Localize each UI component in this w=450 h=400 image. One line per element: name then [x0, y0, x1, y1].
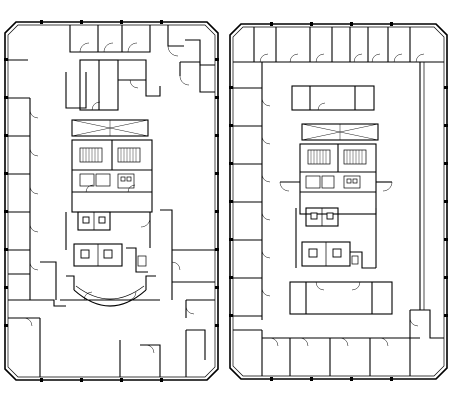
right-central-upper-block	[291, 85, 375, 111]
right-window-mullions	[229, 22, 448, 381]
left-west-offices	[8, 59, 66, 307]
left-east-offices	[160, 209, 215, 318]
left-central-upper-block	[65, 59, 161, 111]
left-building-core	[65, 119, 153, 273]
right-elevator-bank-1	[305, 207, 339, 227]
right-west-offices	[233, 62, 271, 320]
right-east-wall	[419, 62, 425, 310]
left-top-offices	[69, 25, 215, 66]
floor-plan-right	[229, 22, 448, 381]
left-window-mullions	[4, 20, 219, 382]
right-building-core	[279, 123, 393, 269]
right-bottom-offices	[233, 309, 444, 376]
right-top-offices	[233, 27, 444, 63]
left-elevator-bank-1	[77, 211, 111, 231]
left-upper-right-rooms	[179, 61, 215, 93]
right-stair-2	[343, 149, 367, 165]
right-elevator-bank-2	[301, 241, 351, 267]
floor-plan-left	[4, 20, 219, 382]
right-perimeter-inner	[232, 26, 445, 377]
right-stair-1	[307, 149, 331, 165]
right-lower-center-block	[289, 281, 393, 315]
left-elevator-bank-2	[73, 243, 123, 267]
left-perimeter-inner	[7, 24, 216, 378]
left-stair-2	[117, 147, 141, 163]
right-perimeter-wall	[229, 23, 448, 380]
left-stair-1	[79, 147, 103, 163]
left-bottom-offices	[8, 317, 206, 377]
left-lobby	[60, 275, 160, 307]
left-perimeter-wall	[4, 21, 219, 381]
